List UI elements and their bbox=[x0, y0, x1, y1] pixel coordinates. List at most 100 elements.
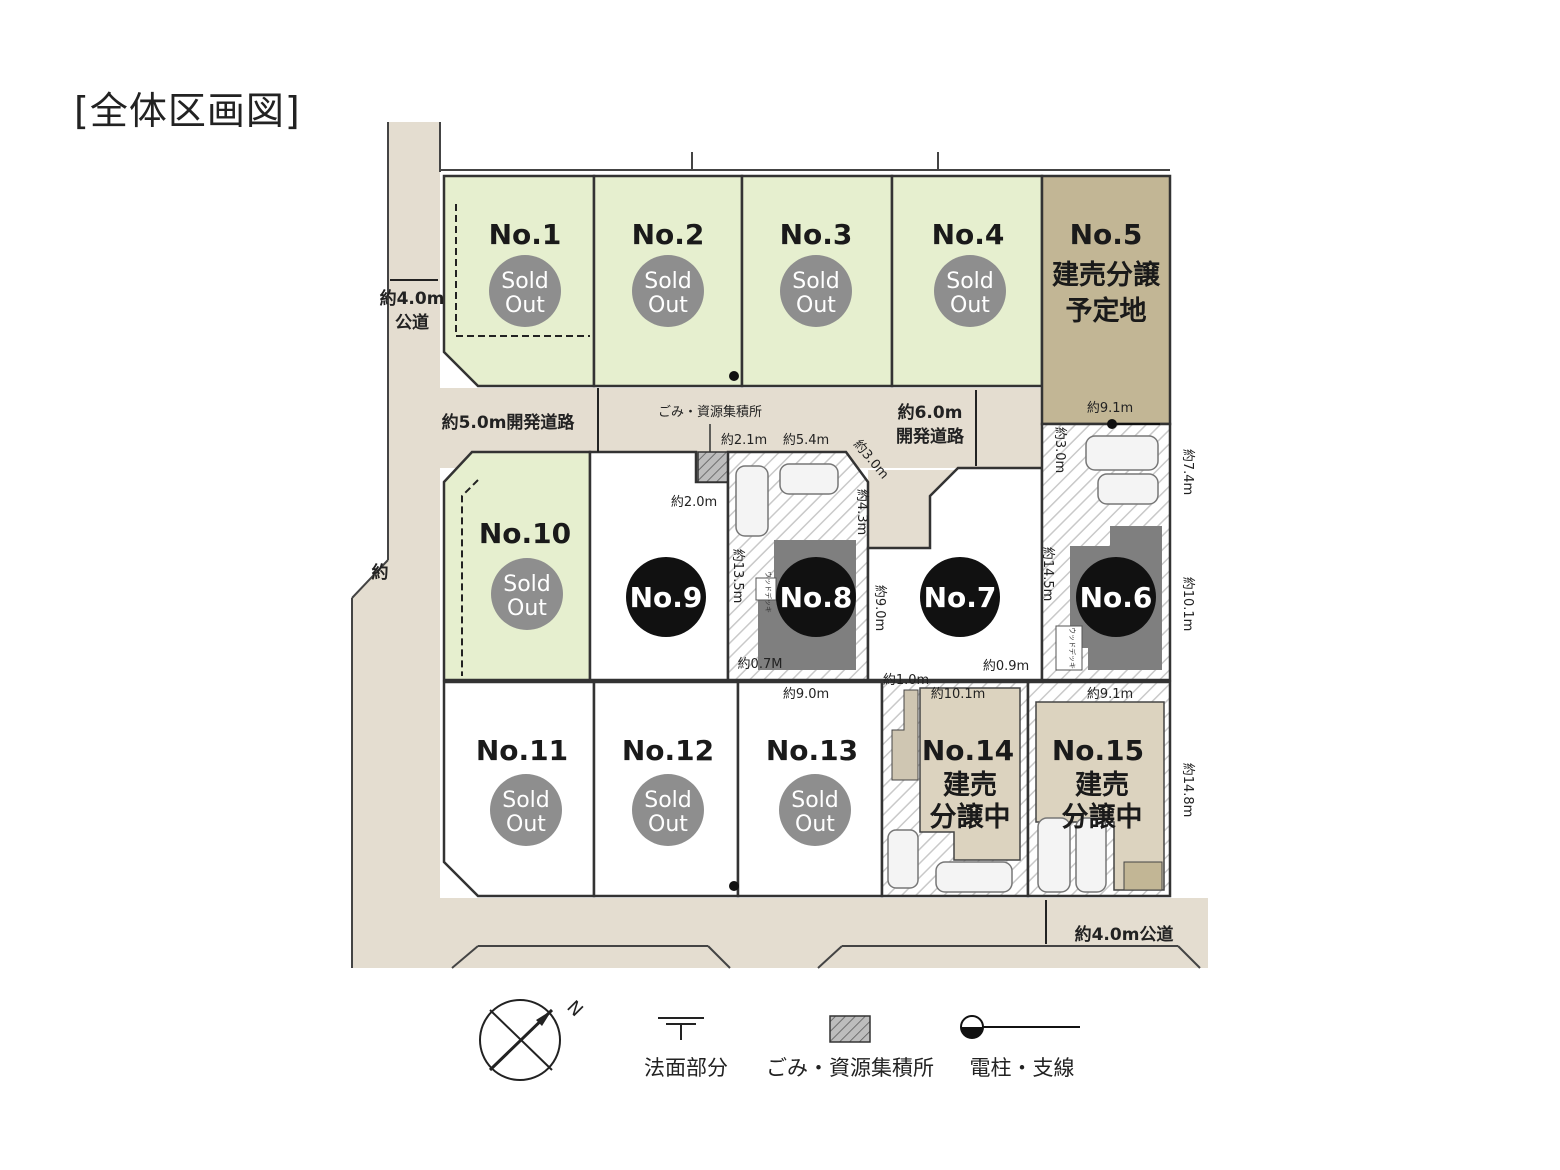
lot-5-status-2: 予定地 bbox=[1066, 295, 1147, 327]
house-14 bbox=[919, 687, 1021, 861]
lot-1-label: No.1 bbox=[489, 218, 562, 251]
lot-10-badge bbox=[491, 558, 563, 630]
lot-2-status-1: Sold bbox=[644, 269, 692, 294]
dim-4-3: 約4.3m bbox=[854, 489, 869, 535]
garbage-label: ごみ・資源集積所 bbox=[658, 404, 762, 420]
south-entrance-1 bbox=[452, 946, 730, 968]
house-14-annex bbox=[891, 689, 919, 781]
legend-pole: 電柱・支線 bbox=[970, 1056, 1075, 1080]
dev-road-west-label: 約5.0m開発道路 bbox=[442, 412, 576, 433]
dev-road-branch bbox=[868, 468, 1042, 548]
lot-13-status-1: Sold bbox=[791, 788, 839, 813]
lot-15-label: No.15 bbox=[1052, 734, 1144, 767]
garbage-legend-icon bbox=[829, 1015, 871, 1043]
west-road-edge bbox=[352, 560, 388, 968]
lot-1-badge bbox=[489, 255, 561, 327]
lot-3-status-1: Sold bbox=[792, 269, 840, 294]
lot-4-status-2: Out bbox=[950, 293, 990, 318]
lot-15-status-1: 建売 bbox=[1075, 770, 1129, 801]
dim-13-5: 約13.5m bbox=[730, 549, 745, 604]
utility-pole-icon bbox=[729, 371, 1160, 891]
lot-7-badge bbox=[920, 557, 1000, 637]
deck-8 bbox=[755, 577, 777, 601]
dim-5-4: 約5.4m bbox=[783, 433, 829, 448]
dim-9-1-bottom: 約9.1m bbox=[1087, 687, 1133, 702]
lot-11-status-1: Sold bbox=[502, 788, 550, 813]
legend: N 法面部分 ごみ・資源集積所 電柱・支線 bbox=[479, 997, 1080, 1081]
parked-cars bbox=[735, 435, 1159, 893]
dim-10-1-h: 約10.1m bbox=[931, 687, 986, 702]
dev-road-center-type: 開発道路 bbox=[896, 426, 965, 447]
lot-6-label: No.6 bbox=[1080, 581, 1153, 614]
lot-11-label: No.11 bbox=[476, 734, 568, 767]
lot-1-status-1: Sold bbox=[501, 269, 549, 294]
lot-3-badge bbox=[780, 255, 852, 327]
deck-6 bbox=[1055, 625, 1083, 671]
dim-9-0-h: 約9.0m bbox=[783, 687, 829, 702]
dim-2-1: 約2.1m bbox=[721, 433, 767, 448]
pole-legend-icon bbox=[960, 1015, 1080, 1039]
dim-9-0-v: 約9.0m bbox=[872, 585, 887, 631]
deck-label-6: ウッドデッキ bbox=[1068, 627, 1077, 669]
lot-11-status-2: Out bbox=[506, 812, 546, 837]
lot-9-label: No.9 bbox=[630, 581, 703, 614]
lot-9-badge bbox=[626, 557, 706, 637]
lot-13-badge bbox=[779, 774, 851, 846]
lot-8-badge bbox=[776, 557, 856, 637]
lot-10-status-1: Sold bbox=[503, 572, 551, 597]
road-network bbox=[351, 122, 1208, 969]
dim-14-5: 約14.5m bbox=[1040, 547, 1055, 602]
lot-11-badge bbox=[490, 774, 562, 846]
dim-1-0: 約1.0m bbox=[883, 673, 929, 688]
lot-10-status-2: Out bbox=[507, 596, 547, 621]
west-road-width: 約4.0m bbox=[380, 288, 445, 309]
lot-5-label: No.5 bbox=[1070, 218, 1143, 251]
lot-6-badge bbox=[1076, 557, 1156, 637]
slope-icon bbox=[658, 1017, 704, 1040]
legend-garbage: ごみ・資源集積所 bbox=[766, 1056, 934, 1080]
dim-10-1-v: 約10.1m bbox=[1180, 577, 1195, 632]
lot-15-status-2: 分譲中 bbox=[1062, 801, 1143, 833]
garbage-area bbox=[697, 451, 729, 483]
lot-5-status-1: 建売分譲 bbox=[1052, 259, 1161, 291]
lot-8-label: No.8 bbox=[780, 581, 853, 614]
dim-14-8: 約14.8m bbox=[1180, 763, 1195, 818]
deck-label-8: ウッドデッキ bbox=[764, 571, 773, 613]
lot-4-badge bbox=[934, 255, 1006, 327]
lot-2-status-2: Out bbox=[648, 293, 688, 318]
legend-slope: 法面部分 bbox=[644, 1056, 728, 1080]
west-road-type: 公道 bbox=[395, 312, 429, 333]
lot-12-status-1: Sold bbox=[644, 788, 692, 813]
slope-line-lot1 bbox=[455, 204, 590, 337]
dim-9-1-top: 約9.1m bbox=[1087, 401, 1133, 416]
lot-7-label: No.7 bbox=[924, 581, 997, 614]
south-road-label: 約4.0m公道 bbox=[1075, 924, 1174, 945]
lot-10-label: No.10 bbox=[479, 517, 571, 550]
dev-road-center-width: 約6.0m bbox=[898, 402, 963, 423]
lot-3-status-2: Out bbox=[796, 293, 836, 318]
lot-12-label: No.12 bbox=[622, 734, 714, 767]
lot-13-status-2: Out bbox=[795, 812, 835, 837]
lot-2-badge bbox=[632, 255, 704, 327]
house-15 bbox=[1035, 701, 1165, 891]
dim-2-0: 約2.0m bbox=[671, 495, 717, 510]
lot-12-badge bbox=[632, 774, 704, 846]
lot-2-label: No.2 bbox=[632, 218, 705, 251]
lot-14-status-2: 分譲中 bbox=[930, 801, 1011, 833]
lot-14-label: No.14 bbox=[922, 734, 1014, 767]
lot-4-status-1: Sold bbox=[946, 269, 994, 294]
lot-13-label: No.13 bbox=[766, 734, 858, 767]
slope-line-lot10 bbox=[461, 479, 479, 676]
page-title: [全体区画図] bbox=[74, 89, 301, 133]
dim-7-4: 約7.4m bbox=[1180, 449, 1195, 495]
compass-icon: N bbox=[479, 997, 587, 1081]
west-side-char: 約 bbox=[372, 562, 389, 583]
lot-4-label: No.4 bbox=[932, 218, 1005, 251]
lot-3-label: No.3 bbox=[780, 218, 853, 251]
dim-0-7: 約0.7M bbox=[738, 657, 783, 672]
dev-road-main bbox=[440, 388, 1042, 468]
lot-12-status-2: Out bbox=[648, 812, 688, 837]
lot-14-status-1: 建売 bbox=[943, 770, 997, 801]
lot-5[interactable] bbox=[1040, 174, 1172, 426]
